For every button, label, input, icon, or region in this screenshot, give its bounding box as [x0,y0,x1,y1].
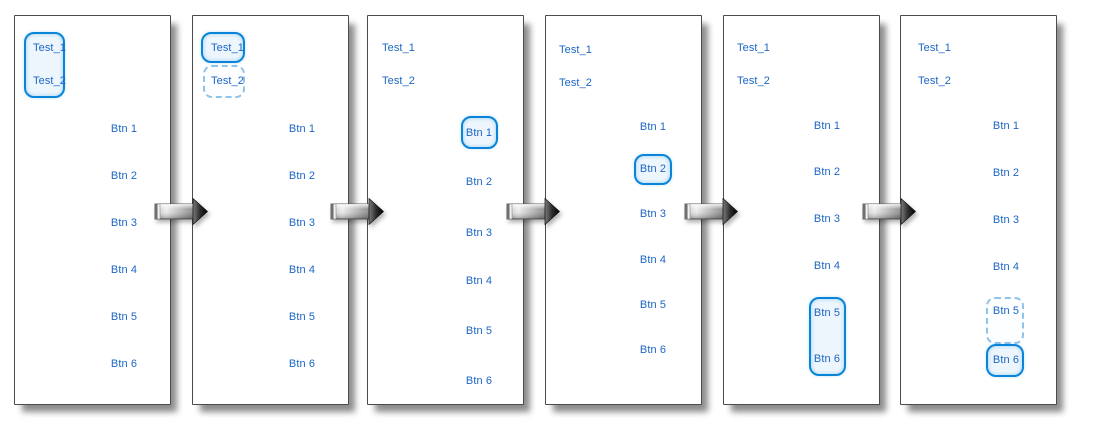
screen-panel-3: Test_1 Test_2 Btn 1 Btn 2 Btn 3 Btn 4 Bt… [367,15,524,405]
btn-button-6[interactable]: Btn 6 [288,358,316,370]
test-button-1[interactable]: Test_1 [211,42,245,54]
btn-button-5[interactable]: Btn 5 [465,325,493,337]
flow-arrow-right-icon [154,198,208,225]
btn-button-6[interactable]: Btn 6 [465,375,493,387]
btn-button-1[interactable]: Btn 1 [465,127,493,139]
btn-button-6[interactable]: Btn 6 [639,344,667,356]
flow-arrow-right-icon [862,198,916,225]
btn-button-3[interactable]: Btn 3 [110,217,138,229]
btn-button-5[interactable]: Btn 5 [992,305,1020,317]
btn-button-1[interactable]: Btn 1 [813,120,841,132]
btn-button-6[interactable]: Btn 6 [110,358,138,370]
screen-panel-1: Test_1 Test_2 Btn 1 Btn 2 Btn 3 Btn 4 Bt… [14,15,171,405]
screen-panel-6: Test_1 Test_2 Btn 1 Btn 2 Btn 3 Btn 4 Bt… [900,15,1057,405]
test-button-2[interactable]: Test_2 [382,75,416,87]
btn-button-3[interactable]: Btn 3 [465,227,493,239]
btn-button-2[interactable]: Btn 2 [639,163,667,175]
btn-button-4[interactable]: Btn 4 [813,260,841,272]
btn-button-6[interactable]: Btn 6 [992,354,1020,366]
test-button-1[interactable]: Test_1 [382,42,416,54]
test-button-1[interactable]: Test_1 [559,44,593,56]
btn-button-1[interactable]: Btn 1 [110,123,138,135]
test-button-2[interactable]: Test_2 [559,77,593,89]
flow-arrow-right-icon [684,198,738,225]
btn-button-4[interactable]: Btn 4 [110,264,138,276]
focus-ring-solid [809,297,846,376]
btn-button-4[interactable]: Btn 4 [465,275,493,287]
btn-button-1[interactable]: Btn 1 [639,121,667,133]
btn-button-2[interactable]: Btn 2 [813,166,841,178]
focus-ring-solid [986,344,1024,377]
btn-button-4[interactable]: Btn 4 [639,254,667,266]
btn-button-2[interactable]: Btn 2 [288,170,316,182]
btn-button-5[interactable]: Btn 5 [110,311,138,323]
test-button-2[interactable]: Test_2 [918,75,952,87]
btn-button-3[interactable]: Btn 3 [288,217,316,229]
test-button-2[interactable]: Test_2 [737,75,771,87]
btn-button-3[interactable]: Btn 3 [639,208,667,220]
test-button-2[interactable]: Test_2 [33,75,67,87]
btn-button-5[interactable]: Btn 5 [813,307,841,319]
btn-button-2[interactable]: Btn 2 [110,170,138,182]
btn-button-4[interactable]: Btn 4 [288,264,316,276]
btn-button-5[interactable]: Btn 5 [639,299,667,311]
focus-ring-solid [461,116,498,149]
screen-panel-2: Test_1 Test_2 Btn 1 Btn 2 Btn 3 Btn 4 Bt… [192,15,349,405]
btn-button-3[interactable]: Btn 3 [813,213,841,225]
screen-panel-4: Test_1 Test_2 Btn 1 Btn 2 Btn 3 Btn 4 Bt… [545,15,702,405]
btn-button-4[interactable]: Btn 4 [992,261,1020,273]
flow-arrow-right-icon [506,198,560,225]
test-button-1[interactable]: Test_1 [737,42,771,54]
test-button-1[interactable]: Test_1 [918,42,952,54]
flow-arrow-right-icon [330,198,384,225]
test-button-1[interactable]: Test_1 [33,42,67,54]
btn-button-6[interactable]: Btn 6 [813,353,841,365]
btn-button-1[interactable]: Btn 1 [992,120,1020,132]
test-button-2[interactable]: Test_2 [211,75,245,87]
btn-button-3[interactable]: Btn 3 [992,214,1020,226]
focus-ring-solid [634,154,672,185]
btn-button-2[interactable]: Btn 2 [992,167,1020,179]
screen-panel-5: Test_1 Test_2 Btn 1 Btn 2 Btn 3 Btn 4 Bt… [723,15,880,405]
btn-button-5[interactable]: Btn 5 [288,311,316,323]
focus-ring-solid [24,32,65,98]
focus-ring-tentative [203,65,245,98]
focus-ring-solid [201,32,245,63]
focus-ring-tentative [986,297,1024,344]
btn-button-2[interactable]: Btn 2 [465,176,493,188]
btn-button-1[interactable]: Btn 1 [288,123,316,135]
